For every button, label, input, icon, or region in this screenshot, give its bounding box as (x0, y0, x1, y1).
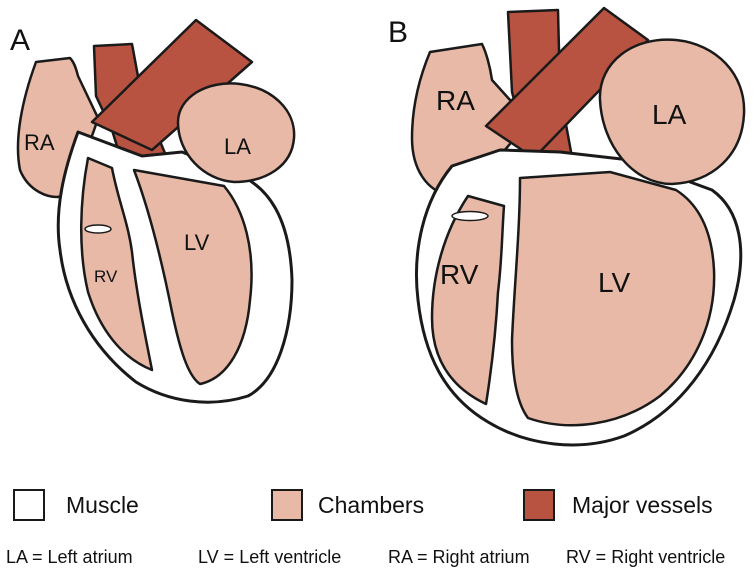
panel-a-label-la: LA (224, 134, 251, 159)
panel-b: B RA LA LV RV (388, 8, 744, 445)
panel-b-label-la: LA (652, 99, 687, 130)
legend-vessels-swatch (524, 490, 554, 520)
legend-muscle-swatch (14, 490, 44, 520)
footnote-la: LA = Left atrium (6, 547, 133, 567)
footnote-ra: RA = Right atrium (388, 547, 530, 567)
panel-a-letter: A (10, 24, 30, 57)
legend-chambers-label: Chambers (318, 492, 424, 518)
panel-a-label-ra: RA (24, 130, 55, 155)
panel-a: A RA LA LV RV (10, 20, 294, 402)
legend-vessels-label: Major vessels (572, 492, 713, 518)
panel-b-valve-icon (452, 212, 488, 221)
legend-chambers-swatch (272, 490, 302, 520)
footnote-rv: RV = Right ventricle (566, 547, 725, 567)
panel-a-label-rv: RV (94, 267, 118, 286)
panel-a-valve-icon (85, 225, 111, 233)
panel-b-label-lv: LV (598, 267, 630, 298)
abbreviation-footnote: LA = Left atrium LV = Left ventricle RA … (6, 547, 725, 567)
legend-muscle-label: Muscle (66, 492, 139, 518)
panel-b-label-ra: RA (436, 85, 475, 116)
panel-a-label-lv: LV (184, 230, 210, 255)
footnote-lv: LV = Left ventricle (198, 547, 341, 567)
panel-b-label-rv: RV (440, 259, 479, 290)
panel-b-letter: B (388, 16, 408, 49)
legend: Muscle Chambers Major vessels (14, 490, 713, 520)
